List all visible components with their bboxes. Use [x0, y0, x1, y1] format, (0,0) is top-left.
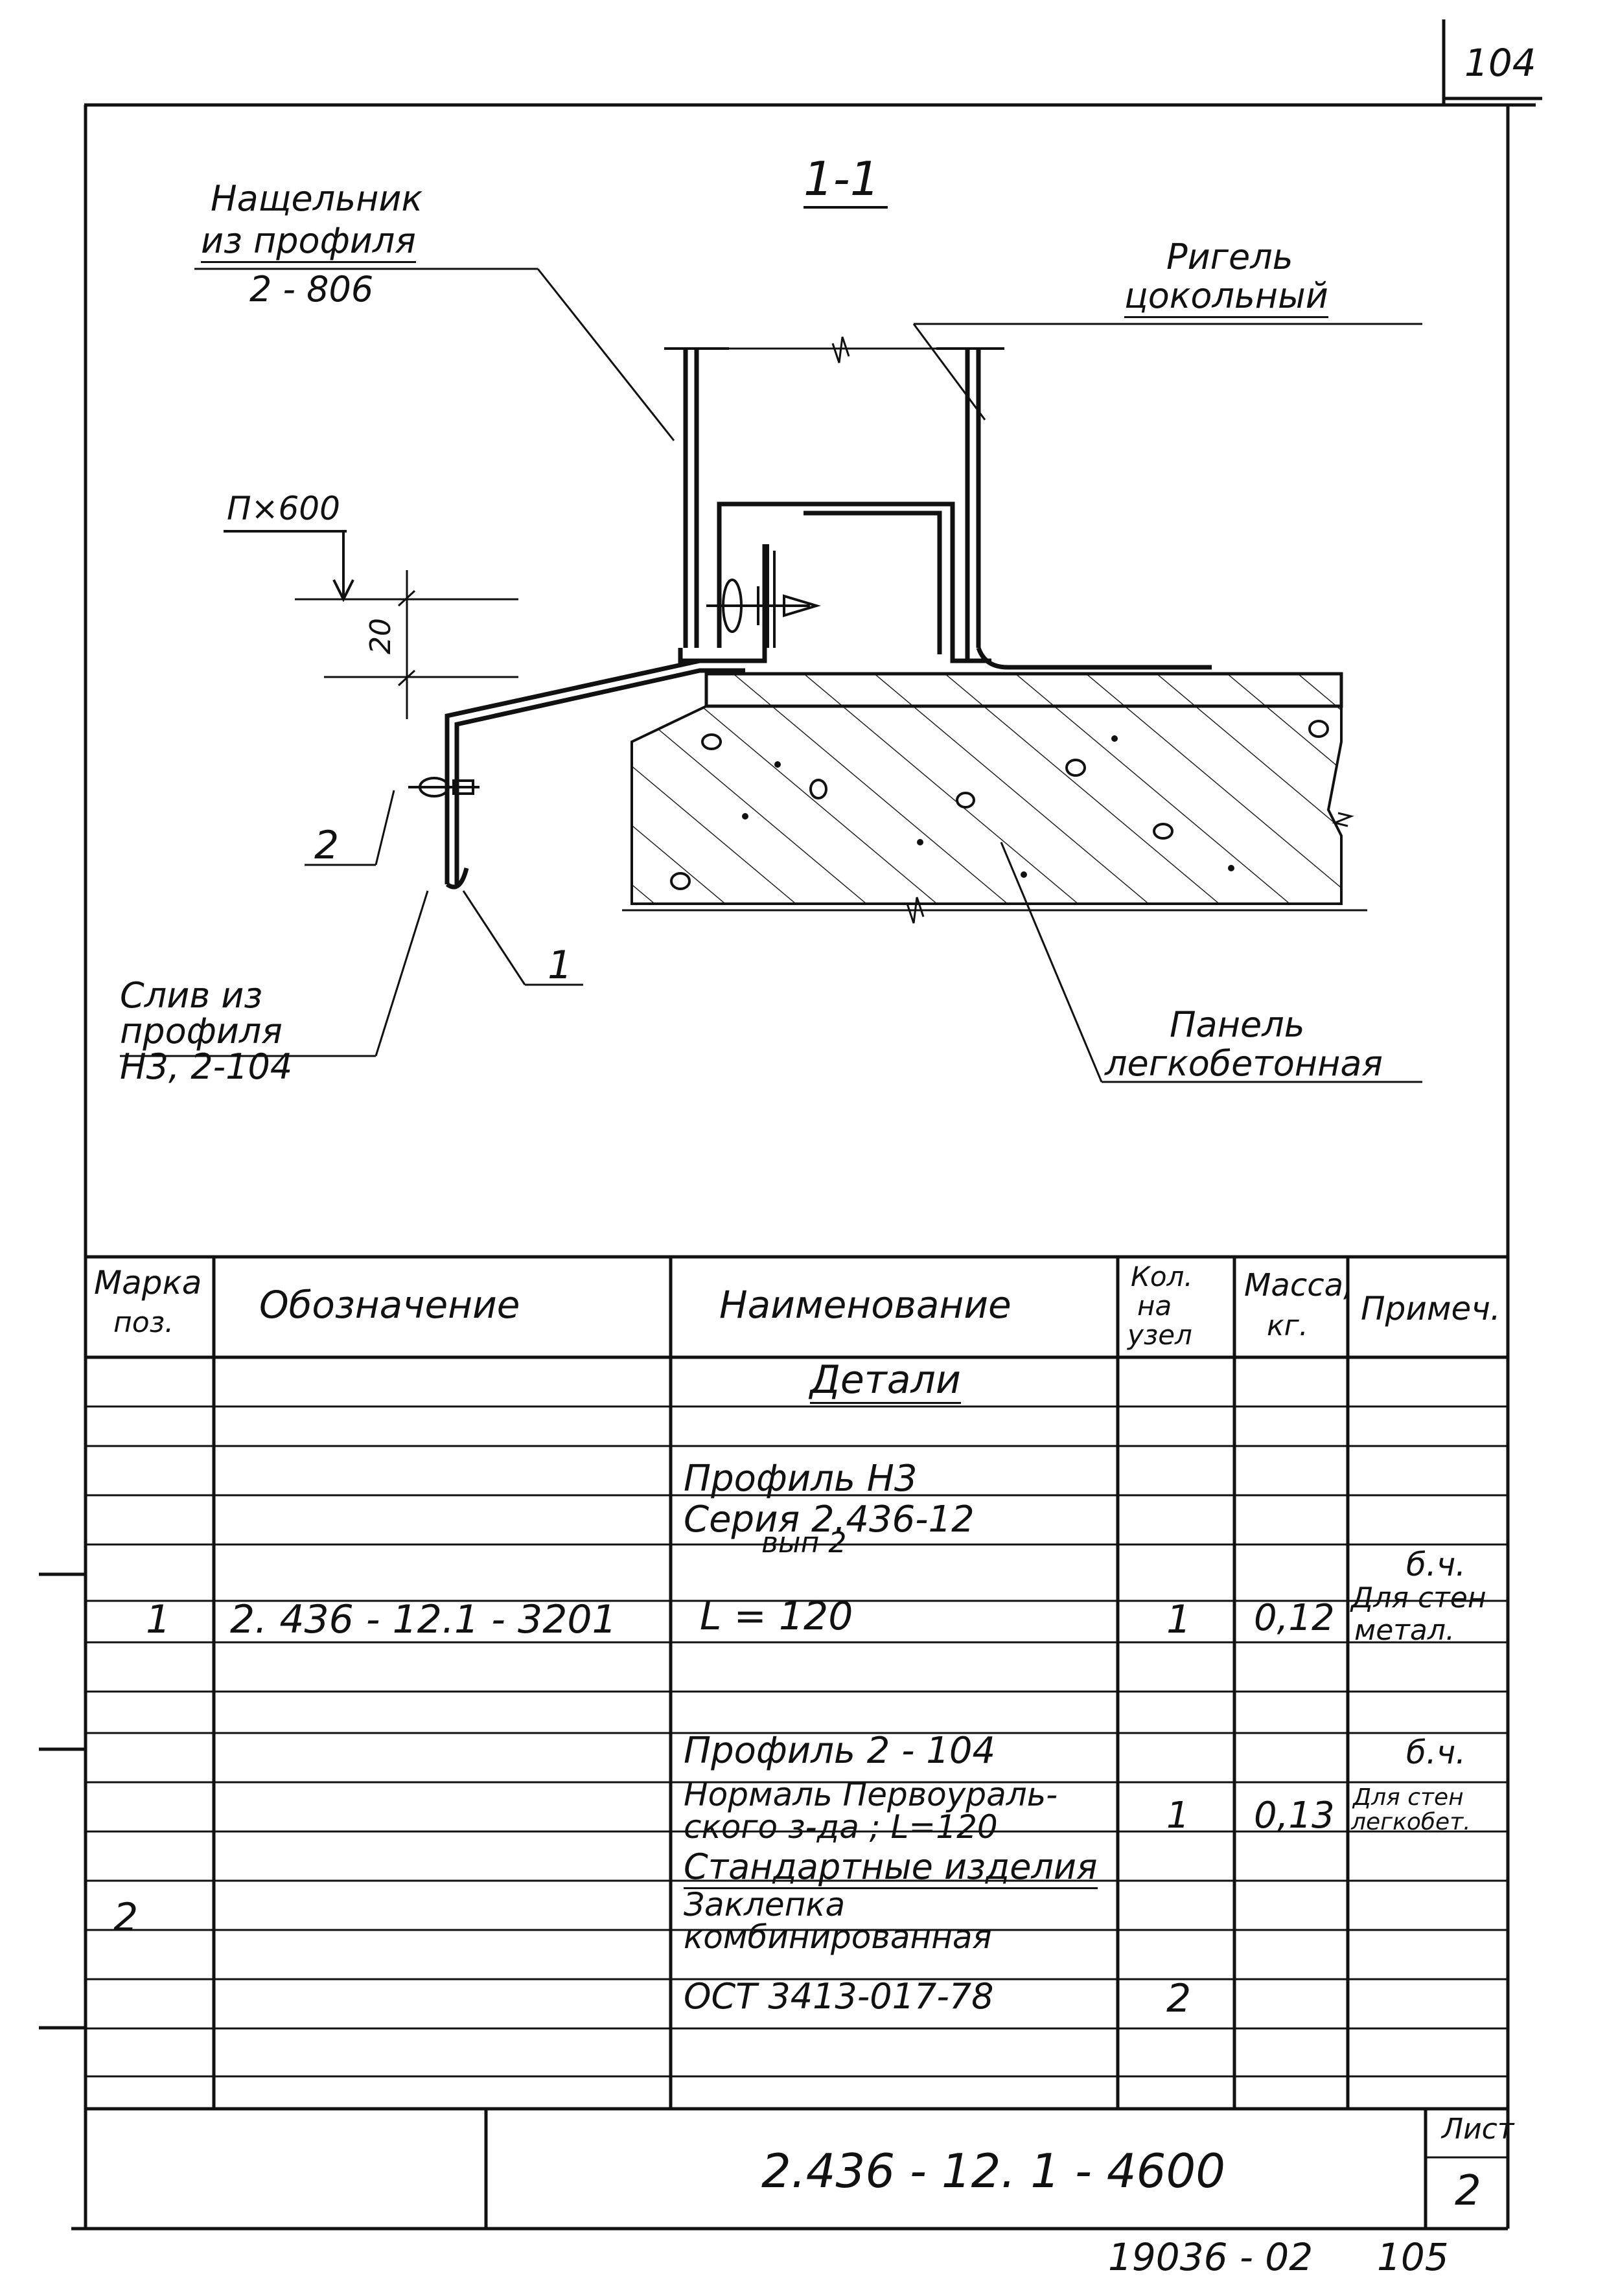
rivet-upper: [706, 544, 821, 648]
header-designation: Обозначение: [259, 1283, 520, 1327]
row-normal-qty: 1: [1166, 1795, 1190, 1837]
section-label: 1-1: [804, 152, 880, 206]
header-note: Примеч.: [1361, 1290, 1501, 1327]
callout-n600: П×600: [227, 490, 340, 527]
row-series-note: б.ч.: [1406, 1546, 1466, 1583]
sheet-number: 2: [1455, 2167, 1481, 2215]
callout-dim-20: 20: [364, 618, 397, 654]
callout-sliv-3: Н3, 2-104: [120, 1046, 293, 1087]
concrete-panel: [630, 672, 1343, 905]
aggregate-dots: [670, 720, 1329, 890]
row-1-mark: 1: [146, 1597, 171, 1642]
rivet-lower: [408, 777, 480, 798]
row-profile-2-104: Профиль 2 - 104: [684, 1730, 996, 1772]
row-1-qty: 1: [1166, 1597, 1192, 1642]
dimension-20: [224, 530, 518, 719]
row-series-issue: вып 2: [761, 1526, 847, 1559]
callout-panel-1: Панель: [1170, 1004, 1305, 1045]
document-code: 2.436 - 12. 1 - 4600: [761, 2144, 1226, 2198]
header-qty-1: Кол.: [1131, 1261, 1193, 1292]
row-2-mark: 2: [113, 1895, 139, 1940]
spec-table-grid: [39, 1255, 1508, 2111]
row-rivet: Заклепка: [684, 1886, 846, 1923]
header-qty-3: узел: [1127, 1319, 1192, 1351]
page-number-top: 104: [1464, 41, 1536, 85]
page-number-bottom: 105: [1377, 2235, 1449, 2279]
title-block-grid: [484, 2109, 1508, 2229]
break-mark-panel: [622, 812, 1367, 924]
row-ost: ОСТ 3413-017-78: [684, 1976, 994, 2017]
header-mass-1: Масса,: [1244, 1267, 1354, 1303]
callout-nashchelnik-2: из профиля: [201, 224, 416, 263]
break-mark-top: [729, 336, 936, 363]
row-ost-qty: 2: [1166, 1976, 1192, 2021]
row-1-mass: 0,12: [1254, 1597, 1335, 1639]
rigel-profile: [664, 347, 1212, 670]
header-qty-2: на: [1137, 1290, 1172, 1322]
row-profile-2-104-note: б.ч.: [1406, 1734, 1466, 1771]
callout-rigel-2: цокольный: [1124, 279, 1328, 318]
row-rivet-2: комбинированная: [684, 1918, 992, 1956]
row-1-note: Для стен: [1351, 1581, 1486, 1614]
row-profile-h3: Профиль Н3: [684, 1458, 918, 1500]
callout-rigel-1: Ригель: [1166, 236, 1293, 277]
row-normal-mass: 0,13: [1254, 1795, 1335, 1837]
callout-nashchelnik-1: Нащельник: [211, 178, 423, 219]
sheet-label: Лист: [1442, 2113, 1514, 2146]
drip-profile: [445, 658, 745, 890]
callout-sliv-2: профиля: [120, 1011, 283, 1051]
callout-panel-2: легкобетонная: [1105, 1043, 1383, 1084]
header-mark-1: Марка: [94, 1264, 202, 1302]
row-1-designation: 2. 436 - 12.1 - 3201: [230, 1597, 617, 1642]
callout-mark-2: 2: [314, 823, 340, 868]
row-normal-note: Для стен: [1353, 1784, 1464, 1811]
row-normal-note-2: легкобет.: [1351, 1809, 1471, 1835]
callout-nashchelnik-3: 2 - 806: [249, 269, 374, 310]
row-standard-title: Стандартные изделия: [684, 1850, 1098, 1889]
sheet-frame: [71, 19, 1542, 2231]
row-normal-2: ского з-да ; L=120: [684, 1808, 998, 1846]
header-mass-2: кг.: [1267, 1309, 1308, 1342]
row-series: Серия 2.436-12: [684, 1498, 975, 1541]
leader-lines: [120, 268, 1422, 1083]
header-mark-2: поз.: [113, 1306, 174, 1339]
callout-mark-1: 1: [548, 943, 573, 988]
row-normal: Нормаль Первоураль-: [684, 1776, 1058, 1813]
row-details-title: Детали: [810, 1357, 961, 1404]
row-1-name: L = 120: [700, 1594, 853, 1639]
callout-sliv-1: Слив из: [120, 975, 263, 1016]
archive-number: 19036 - 02: [1108, 2235, 1313, 2279]
header-name: Наименование: [719, 1283, 1012, 1327]
row-1-note-2: метал.: [1354, 1614, 1455, 1647]
